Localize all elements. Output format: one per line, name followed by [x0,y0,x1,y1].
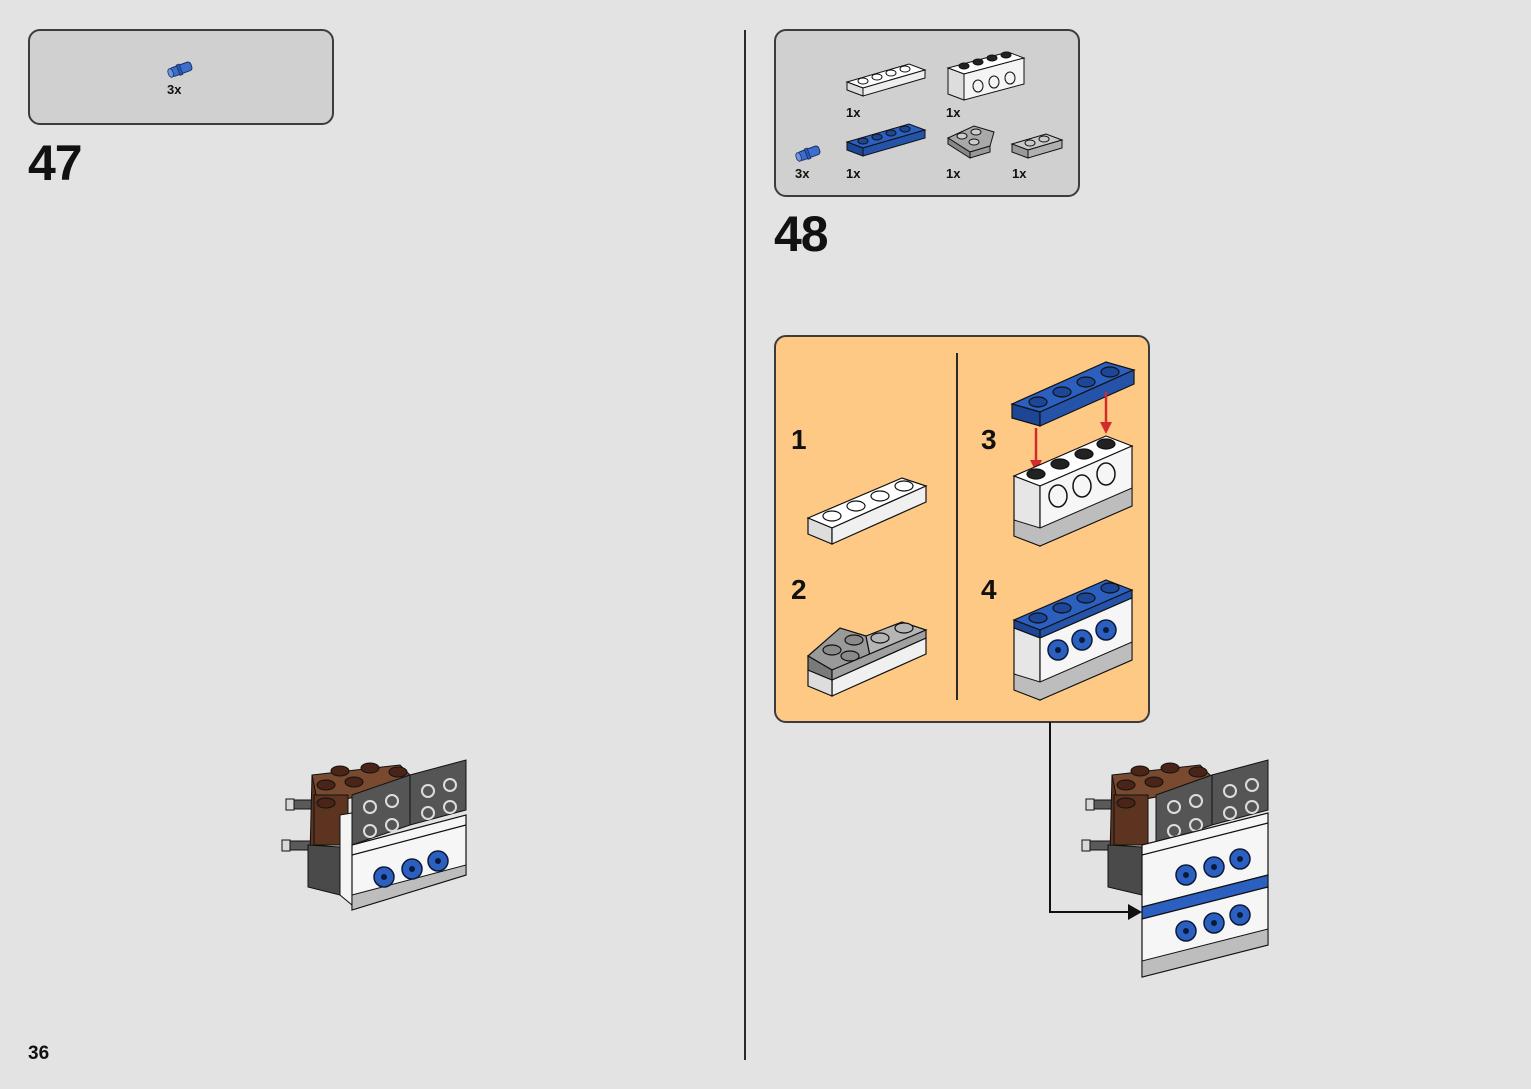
substep3-blue-plate-drop [1010,361,1136,547]
substep-number-2: 2 [791,574,807,605]
page-number: 36 [28,1043,50,1064]
substep1-white-plate [806,477,928,545]
page-divider [744,30,746,1060]
substep2-wedge-assembly [806,621,928,697]
parts-callout-step47 [28,29,334,125]
gray-plate-icon [1010,133,1064,159]
substep4-pinned-brick [1012,579,1134,701]
parts-callout-step48 [774,29,1080,197]
substep-number-3: 3 [981,424,997,455]
step-number-47: 47 [28,135,83,191]
attach-arrow [1049,722,1142,920]
white-plate-icon [845,63,927,97]
blue-pin-icon [167,61,193,78]
gray-wedge-plate-icon [946,125,995,159]
blue-plate-icon [845,123,927,157]
part-qty: 3x [795,166,810,181]
part-qty: 1x [846,166,861,181]
subassembly-divider [956,353,958,700]
blue-pin-icon [795,145,821,162]
white-technic-brick-icon [946,51,1026,101]
substep-number-4: 4 [981,574,997,605]
model-assembly-step47 [281,759,467,911]
part-qty: 3x [167,82,182,97]
model-assembly-step48 [1081,759,1269,978]
part-qty: 1x [946,105,961,120]
part-qty: 1x [846,105,861,120]
part-qty: 1x [1012,166,1027,181]
part-qty: 1x [946,166,961,181]
step-number-48: 48 [774,206,829,262]
substep-number-1: 1 [791,424,807,455]
